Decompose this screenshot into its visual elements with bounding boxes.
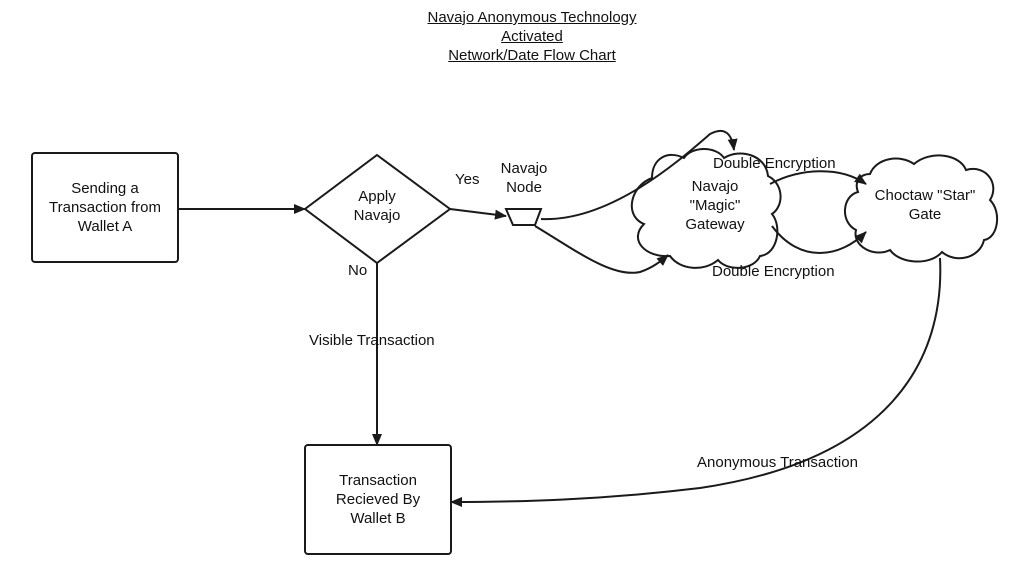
edge-node-to-gateway-top	[540, 129, 738, 221]
decision-line-2: Navajo	[353, 207, 401, 224]
start-line-3: Wallet A	[77, 218, 133, 235]
start-line-1: Sending a	[71, 180, 139, 197]
title-line-2: Activated	[501, 28, 563, 45]
gateway-line-2: "Magic"	[689, 196, 741, 214]
end-line-2: Recieved By	[335, 491, 421, 508]
gateway-line-1: Navajo	[691, 177, 739, 195]
start-box	[31, 152, 179, 263]
edge-label-yes: Yes	[455, 171, 480, 188]
edge-node-to-gateway-bottom	[534, 225, 669, 274]
gateway-label: Navajo "Magic" Gateway	[660, 174, 770, 236]
star-gate-line-1: Choctaw "Star"	[874, 187, 976, 204]
edge-label-anonymous: Anonymous Transaction	[697, 454, 858, 471]
start-line-2: Transaction from	[49, 199, 161, 216]
star-gate-line-2: Gate	[908, 206, 942, 223]
decision-label: Apply Navajo	[327, 182, 427, 230]
title-line-3: Network/Date Flow Chart	[448, 47, 616, 64]
edge-label-no: No	[348, 262, 368, 279]
navajo-node-label: Navajo Node	[490, 158, 558, 198]
star-gate-label: Choctaw "Star" Gate	[860, 184, 990, 226]
decision-line-1: Apply	[358, 188, 396, 205]
navajo-node-line-2: Node	[506, 179, 542, 196]
navajo-node-line-1: Navajo	[500, 160, 548, 177]
gateway-line-3: Gateway	[685, 215, 745, 233]
edge-gateway-to-stargate-bottom	[771, 225, 867, 254]
star-gate-cloud	[844, 154, 999, 263]
gateway-cloud	[630, 148, 782, 269]
edge-label-double-bottom: Double Encryption	[712, 263, 835, 280]
end-line-1: Transaction	[339, 472, 417, 489]
navajo-node-shape	[504, 208, 543, 226]
edge-label-visible: Visible Transaction	[309, 332, 435, 349]
chart-title: Navajo Anonymous Technology Activated Ne…	[0, 8, 1030, 65]
edge-decision-to-node	[449, 208, 507, 220]
edge-label-double-top: Double Encryption	[713, 155, 836, 172]
start-box-label: Sending a Transaction from Wallet A	[32, 153, 178, 262]
end-box-label: Transaction Recieved By Wallet B	[305, 445, 451, 554]
edge-gateway-to-stargate-top	[769, 170, 867, 185]
edge-stargate-to-end	[450, 257, 942, 507]
title-line-1: Navajo Anonymous Technology	[427, 9, 637, 26]
end-line-3: Wallet B	[350, 510, 406, 527]
